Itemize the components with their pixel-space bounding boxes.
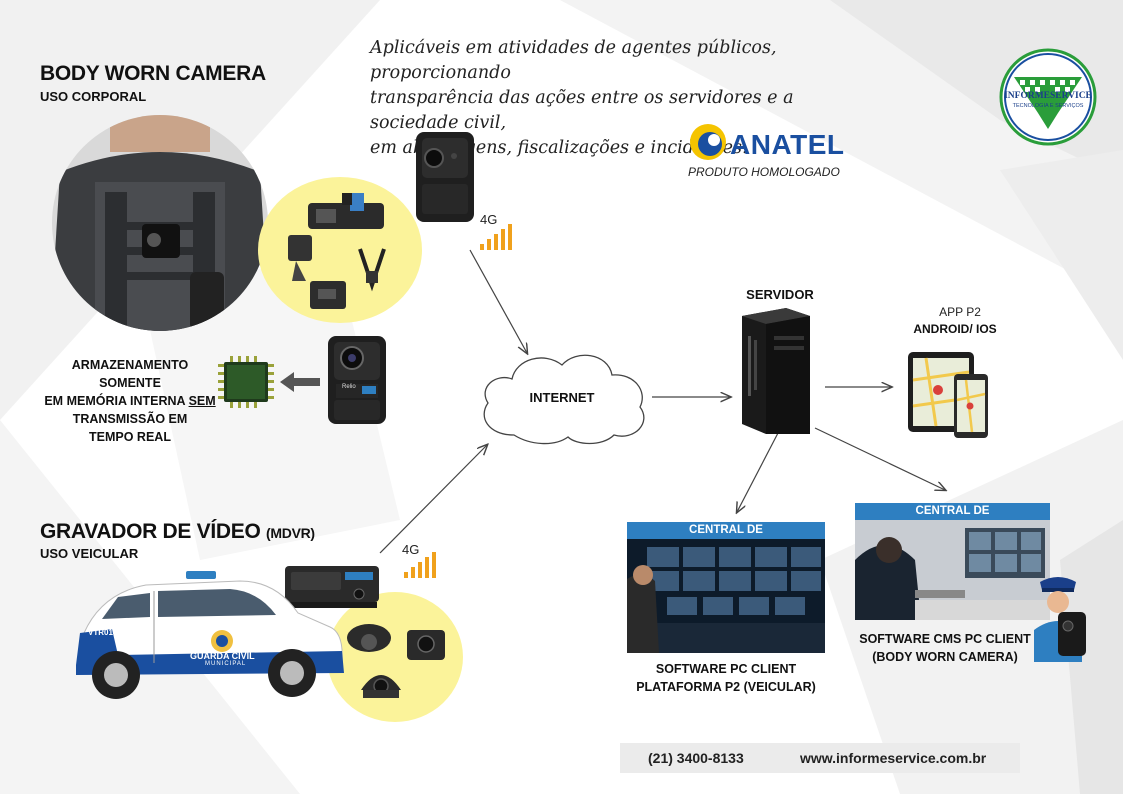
mobile-devices-icon <box>908 352 988 438</box>
officer-figure-icon <box>1034 577 1086 662</box>
signal-4g-bottom-label: 4G <box>402 542 420 557</box>
app-platforms: ANDROID/ IOS <box>913 322 997 336</box>
internet-label: INTERNET <box>529 390 595 405</box>
company-logo-name: INFORMESERVICE <box>1004 91 1092 101</box>
company-logo-icon <box>999 48 1097 146</box>
arrow-left-icon <box>280 372 320 392</box>
central-right-caption-2: (BODY WORN CAMERA) <box>872 650 1018 664</box>
anatel-emblem-icon <box>690 124 726 160</box>
anatel-caption: PRODUTO HOMOLOGADO <box>688 165 840 179</box>
company-logo-tagline: TECNOLOGIA E SERVIÇOS <box>1012 103 1084 109</box>
signal-4g-top-label: 4G <box>480 212 498 227</box>
footer-bar: (21) 3400-8133 www.informeservice.com.br <box>620 743 1020 773</box>
mdvr-title: GRAVADOR DE VÍDEO (MDVR) <box>40 520 315 544</box>
intro-line-2: transparência das ações entre os servido… <box>370 88 794 133</box>
central-left-caption-1: SOFTWARE PC CLIENT <box>655 662 797 676</box>
central-right-caption: SOFTWARE CMS PC CLIENT (BODY WORN CAMERA… <box>845 630 1045 666</box>
internet-cloud-icon <box>483 354 645 445</box>
footer-website[interactable]: www.informeservice.com.br <box>800 750 987 766</box>
storage-line-4: TEMPO REAL <box>89 430 171 444</box>
accessories-circle <box>258 177 422 323</box>
body-camera-icon-middle <box>328 336 386 424</box>
server-icon <box>742 308 810 434</box>
officer-photo <box>52 115 268 331</box>
storage-line-2: EM MEMÓRIA INTERNA SEM <box>40 392 220 410</box>
storage-line-3: TRANSMISSÃO EM <box>72 412 188 426</box>
body-camera-title: BODY WORN CAMERA <box>40 62 266 85</box>
car-text-2: MUNICIPAL <box>205 661 247 667</box>
storage-line-2a: EM MEMÓRIA INTERNA <box>44 394 189 408</box>
storage-note: ARMAZENAMENTO SOMENTE EM MEMÓRIA INTERNA… <box>40 356 220 446</box>
camera-brand: Relio <box>342 384 356 390</box>
central-left-caption-2: PLATAFORMA P2 (VEICULAR) <box>636 680 816 694</box>
storage-line-2b: SEM <box>188 394 216 408</box>
footer-phone[interactable]: (21) 3400-8133 <box>648 750 744 766</box>
car-text-1: GUARDA CIVIL <box>190 651 255 661</box>
anatel-name: ANATEL <box>730 129 845 160</box>
mdvr-subtitle: USO VEICULAR <box>40 546 139 561</box>
server-label: SERVIDOR <box>746 287 814 302</box>
intro-line-1: Aplicáveis em atividades de agentes públ… <box>370 38 777 83</box>
central-right-caption-1: SOFTWARE CMS PC CLIENT <box>859 632 1031 646</box>
signal-bars-top-icon <box>480 224 512 250</box>
body-camera-icon-top <box>416 132 474 222</box>
central-right-photo <box>855 520 1050 620</box>
company-logo: INFORMESERVICE TECNOLOGIA E SERVIÇOS <box>998 47 1098 147</box>
storage-line-1: ARMAZENAMENTO SOMENTE <box>71 358 189 390</box>
mdvr-accessories-circle <box>327 592 463 722</box>
police-car-icon <box>76 571 344 699</box>
mdvr-title-suffix: (MDVR) <box>266 525 315 541</box>
app-label: APP P2 <box>939 305 981 319</box>
car-plate: VTR014 <box>88 628 118 637</box>
mdvr-recorder-icon <box>285 566 379 608</box>
signal-bars-bottom-icon <box>404 552 436 578</box>
body-camera-subtitle: USO CORPORAL <box>40 89 147 104</box>
memory-chip-icon <box>218 356 274 408</box>
central-left-caption: SOFTWARE PC CLIENT PLATAFORMA P2 (VEICUL… <box>610 660 842 696</box>
anatel-logo: ANATEL PRODUTO HOMOLOGADO <box>686 120 846 184</box>
central-left-photo <box>627 539 825 653</box>
mdvr-title-main: GRAVADOR DE VÍDEO <box>40 520 261 543</box>
